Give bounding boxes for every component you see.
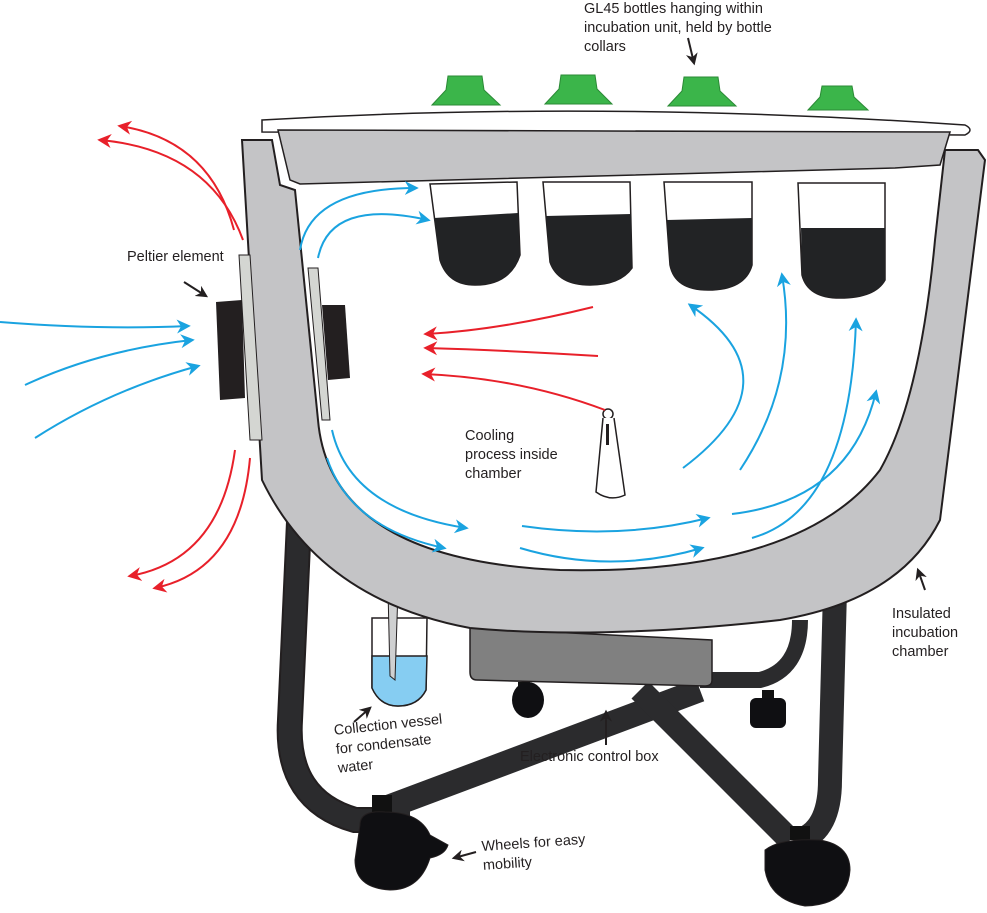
bottle-3 bbox=[663, 181, 753, 291]
bottle-cap-3-icon bbox=[666, 76, 738, 107]
collection-vessel bbox=[371, 589, 428, 707]
bottle-2 bbox=[542, 181, 633, 286]
label-cooling-process: Cooling process inside chamber bbox=[465, 428, 558, 482]
wheel-front-left bbox=[354, 795, 449, 891]
label-peltier-element: Peltier element bbox=[127, 249, 224, 265]
chamber-lid bbox=[261, 110, 971, 136]
bottle-cap-2-icon bbox=[543, 74, 614, 105]
cold-airflow-arrows bbox=[0, 181, 881, 563]
wheel-back-left bbox=[512, 682, 544, 718]
peltier-element bbox=[216, 254, 350, 441]
stand-frame bbox=[276, 499, 847, 852]
label-control-box: Electronic control box bbox=[520, 749, 659, 765]
insulated-chamber bbox=[240, 139, 987, 634]
wheel-front-right bbox=[764, 826, 851, 907]
wheel-back-right bbox=[750, 690, 786, 728]
control-box bbox=[469, 627, 713, 687]
bottle-caps bbox=[430, 74, 870, 111]
bottle-cap-4-icon bbox=[806, 85, 870, 111]
label-wheels: Wheels for easy mobility bbox=[481, 831, 586, 874]
label-collection-vessel: Collection vessel for condensate water bbox=[333, 711, 443, 777]
temperature-probe-icon bbox=[595, 408, 626, 499]
lid-plate bbox=[277, 129, 952, 185]
bottle-4 bbox=[797, 182, 886, 299]
label-bottles: GL45 bottles hanging within incubation u… bbox=[584, 1, 772, 55]
bottles bbox=[429, 181, 886, 299]
label-insulated-chamber: Insulated incubation chamber bbox=[892, 606, 959, 660]
warm-airflow-arrows bbox=[97, 120, 606, 593]
bottle-cap-1-icon bbox=[430, 75, 502, 106]
bottle-1 bbox=[429, 181, 521, 286]
callout-arrows bbox=[183, 37, 927, 862]
